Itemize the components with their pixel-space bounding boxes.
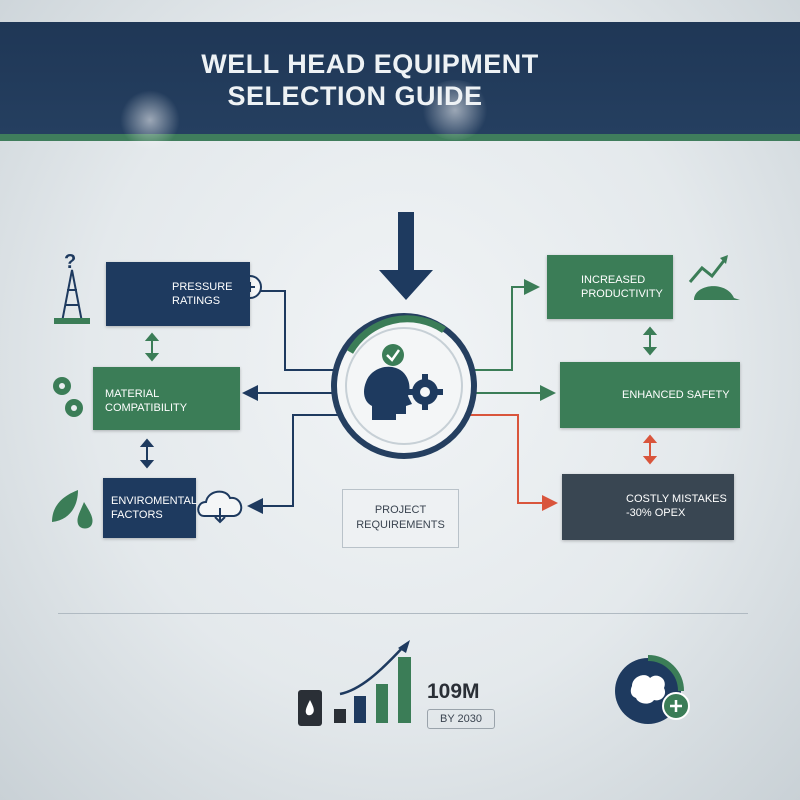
leaf-drop-icon [52,490,93,529]
top-down-arrow-icon [379,212,433,300]
title-stripe [0,134,800,141]
label-line: MATERIAL [105,388,160,400]
vertical-double-arrow-icon [144,332,160,362]
section-divider [58,613,748,614]
cloud-icon [197,490,243,524]
enhanced-safety-label: ENHANCED SAFETY [622,388,730,402]
gears-icon [53,377,83,417]
title-line-2: SELECTION GUIDE [227,81,483,111]
project-requirements-box: PROJECT REQUIREMENTS [342,489,459,548]
head-gear-check-icon [364,344,443,420]
vertical-double-arrow-icon [139,438,155,469]
label-line: COMPATIBILITY [105,402,188,414]
label-line: ENVIROMENTAL [111,495,197,507]
connector-productivity [470,279,540,371]
material-compatibility-box: MATERIAL COMPATIBILITY [93,367,240,430]
bar-chart-icon [334,640,411,723]
svg-text:?: ? [64,251,76,273]
increased-productivity-label: INCREASED PRODUCTIVITY [581,273,663,301]
label-line: COSTLY MISTAKES [626,493,727,505]
screen-glare [120,90,180,150]
page-title: WELL HEAD EQUIPMENT SELECTION GUIDE [0,48,800,112]
increased-productivity-box: INCREASED PRODUCTIVITY [547,255,673,319]
title-line-1: WELL HEAD EQUIPMENT [201,49,539,79]
costly-mistakes-box: COSTLY MISTAKES -30% OPEX [562,474,734,540]
label-line: PRODUCTIVITY [581,288,663,300]
screen-glare [420,80,490,140]
connector-mistakes [470,414,558,511]
label-line: PROJECT [374,504,427,516]
pressure-ratings-box: PRESSURE RATINGS [106,262,250,326]
enhanced-safety-box: ENHANCED SAFETY [560,362,740,428]
label-line: FACTORS [111,509,163,521]
trend-helmet-icon [688,255,740,300]
vertical-double-arrow-icon [642,434,658,465]
environmental-factors-box: ENVIROMENTAL FACTORS [103,478,197,538]
oil-barrel-icon [298,690,322,726]
label-line: RATINGS [172,295,221,307]
label-line: PRESSURE [172,281,233,293]
vertical-double-arrow-icon [642,326,658,356]
stat-note-badge: BY 2030 [427,709,495,729]
connector-environment [247,414,345,514]
pressure-ratings-label: PRESSURE RATINGS [172,280,233,308]
label-line: INCREASED [581,274,646,286]
stat-value: 109M [427,680,480,703]
costly-mistakes-label: COSTLY MISTAKES -30% OPEX [626,492,727,520]
material-compatibility-label: MATERIAL COMPATIBILITY [105,387,187,415]
label-line: REQUIREMENTS [356,519,445,531]
label-line: -30% OPEX [626,507,686,519]
label-line: ENHANCED SAFETY [622,389,730,401]
brain-plus-icon [615,655,690,724]
well-tower-icon: ? [54,251,90,324]
connector-pressure [250,290,338,371]
environmental-factors-label: ENVIROMENTAL FACTORS [111,494,197,522]
